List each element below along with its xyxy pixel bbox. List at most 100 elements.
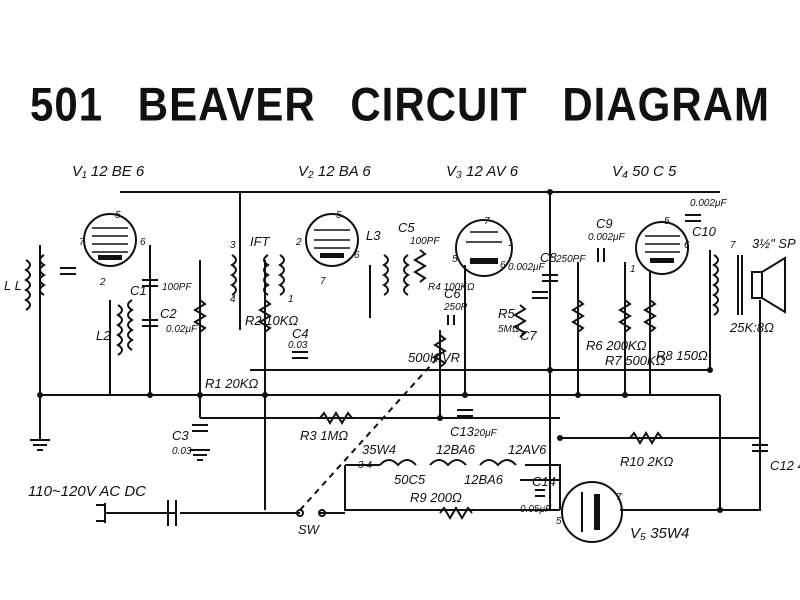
heater-label-12ba6-bottom: 12BA6 (464, 472, 504, 487)
resistor-r8 (643, 299, 657, 333)
label-c5-val: 100PF (410, 236, 440, 247)
pin-label: 5 (452, 254, 458, 265)
resistor-r4 (413, 249, 427, 283)
capacitor-c1 (142, 279, 158, 287)
label-c4-val: 0.03 (288, 340, 308, 351)
output-transformer (712, 254, 743, 316)
ground-icon (30, 395, 50, 451)
tube-v2 (305, 213, 359, 267)
capacitors (60, 214, 768, 526)
capacitor-c14 (535, 489, 545, 497)
tube-v4 (635, 221, 689, 275)
label-r5: R5 (498, 306, 515, 321)
resistor-r9 (439, 506, 473, 520)
heater-label-12ba6-top: 12BA6 (436, 442, 476, 457)
label-c3: C3 (172, 428, 189, 443)
capacitor-c12 (752, 444, 768, 452)
label-c13: C13 (450, 424, 475, 439)
pin-label: 6 (684, 240, 690, 251)
pin-label: 6 (500, 260, 506, 271)
resistor-r2 (258, 299, 272, 333)
tube-label-v3: V₃ 12 AV 6 (446, 163, 519, 180)
junction (622, 392, 628, 398)
capacitor-c6 (447, 315, 455, 325)
coil-l3 (382, 254, 410, 296)
capacitor-c8 (542, 274, 558, 282)
resistor-r10 (629, 431, 663, 445)
label-r6: R6 200KΩ (586, 338, 647, 353)
pin-label: 7 (484, 216, 490, 227)
heater-label-35w4: 35W4 (362, 442, 396, 457)
pin-label: 6 (140, 237, 146, 248)
label-r3: R3 1MΩ (300, 428, 348, 443)
pin-label: 7 (730, 240, 736, 251)
tube-v5 (561, 481, 623, 543)
label-c3-val: 0.03 (172, 446, 192, 457)
label-c4: C4 (292, 326, 309, 341)
pin-label: 3 (230, 240, 236, 251)
junction (717, 507, 723, 513)
resistor-r7 (618, 299, 632, 333)
ground-symbols (30, 395, 210, 461)
junction (437, 415, 443, 421)
label-c8: C8 (540, 250, 557, 265)
label-r9: R9 200Ω (410, 490, 462, 505)
tube-label-v2: V₂ 12 BA 6 (298, 163, 371, 180)
label-r2: R2 10KΩ (245, 313, 298, 328)
resistor-r6 (571, 299, 585, 333)
pin-label: 2 (295, 237, 302, 248)
pin-label: 5 (115, 210, 121, 221)
label-vr: 500K VR (408, 350, 460, 365)
label-sw: SW (298, 522, 321, 537)
heater-label-12av6: 12AV6 (508, 442, 547, 457)
label-c1: C1 (130, 283, 147, 298)
label-c13-val: 20μF (473, 428, 498, 439)
switch-gang-link (299, 354, 441, 511)
capacitor-c13 (457, 409, 473, 417)
label-l3: L3 (366, 228, 381, 243)
capacitor-c3 (192, 424, 208, 432)
label-r7: R7 500KΩ (605, 353, 666, 368)
label-c10-val: 0.002μF (690, 198, 728, 209)
capacitor-c10 (685, 214, 701, 222)
coil-ift2 (278, 254, 285, 296)
pin-label: 1 (630, 264, 636, 275)
resistors (193, 249, 663, 520)
label-c1-val: 100PF (162, 282, 192, 293)
ground-icon (190, 449, 210, 461)
junction (197, 392, 203, 398)
junction-dots (37, 189, 723, 513)
label-c7-val: 0.002μF (508, 262, 546, 273)
tube-label-v5: V₅ 35W4 (630, 525, 689, 542)
pin-label: 5 (664, 216, 670, 227)
label-ift: IFT (250, 234, 271, 249)
tube-v3 (455, 219, 513, 277)
resistor-vr (433, 334, 447, 368)
junction (262, 392, 268, 398)
ac-plug (96, 503, 326, 523)
coil-l1 (24, 254, 46, 311)
pin-label: 6 (354, 250, 360, 261)
junction (462, 392, 468, 398)
pin-label: 7 (320, 276, 326, 287)
pin-label: 1 (288, 294, 294, 305)
junction (707, 367, 713, 373)
label-c9-val: 0.002μF (588, 232, 626, 243)
label-transformer: 25K:8Ω (729, 320, 774, 335)
label-c8-val: 250PF (555, 254, 586, 265)
label-r1: R1 20KΩ (205, 376, 258, 391)
tube-v1 (83, 213, 137, 267)
pin-label: 5 (336, 210, 342, 221)
tube-label-v4: V₄ 50 C 5 (612, 163, 677, 180)
junction (557, 435, 563, 441)
heater-chain (345, 459, 561, 510)
coil-ift (230, 254, 270, 296)
label-c10: C10 (692, 224, 717, 239)
labels: V₁ 12 BE 6 V₂ 12 BA 6 V₃ 12 AV 6 V₄ 50 C… (4, 163, 800, 542)
label-c9: C9 (596, 216, 613, 231)
junction (575, 392, 581, 398)
label-r10: R10 2KΩ (620, 454, 673, 469)
capacitor-c9 (597, 248, 605, 262)
junction (547, 367, 553, 373)
